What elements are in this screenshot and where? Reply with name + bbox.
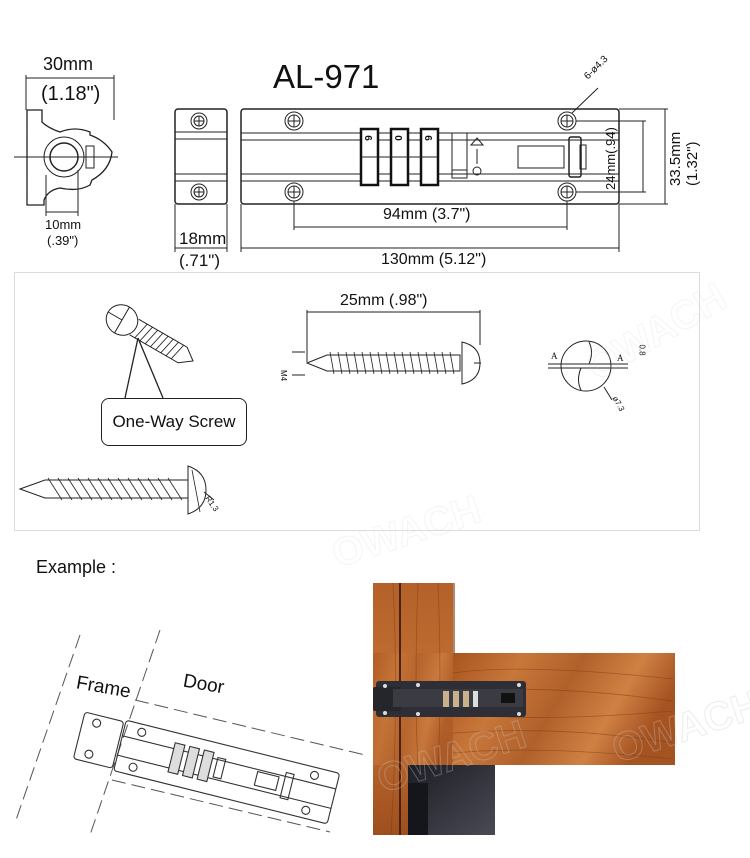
outer-height-mm: 33.5mm — [667, 131, 684, 186]
side-width-in: (1.18") — [41, 83, 101, 105]
section-mark-right: A — [617, 353, 624, 363]
section-mark-left: A — [551, 351, 558, 361]
outer-height-in: (1.32") — [684, 141, 701, 186]
dial-digit-3: 6 — [421, 135, 433, 141]
bolt-width-mm: 10mm — [45, 217, 82, 232]
dial-digit-2: 0 — [391, 135, 403, 141]
thread-label: M4 — [279, 370, 288, 382]
dial-digit-1: 6 — [361, 135, 373, 141]
model-title: AL-971 — [273, 58, 380, 95]
installation-photo — [373, 583, 675, 835]
inner-height-label: 24mm(.94) — [603, 127, 618, 190]
length-label: 130mm (5.12") — [381, 251, 487, 268]
example-heading: Example : — [36, 557, 117, 577]
one-way-screw-label: One-Way Screw — [112, 412, 236, 431]
screw-panel — [14, 272, 700, 531]
one-way-screw-callout: One-Way Screw — [101, 398, 247, 446]
screw-length-label: 25mm (.98") — [340, 292, 428, 309]
lock-dimension-drawing — [14, 75, 668, 252]
keeper-width-mm: 18mm — [179, 229, 227, 248]
door-label: Door — [181, 670, 226, 699]
frame-label: Frame — [74, 672, 133, 703]
keeper-width-in: (.71") — [179, 251, 220, 270]
bolt-width-in: (.39") — [47, 233, 79, 248]
hole-spacing-label: 94mm (3.7") — [383, 206, 471, 223]
side-width-mm: 30mm — [43, 54, 94, 74]
